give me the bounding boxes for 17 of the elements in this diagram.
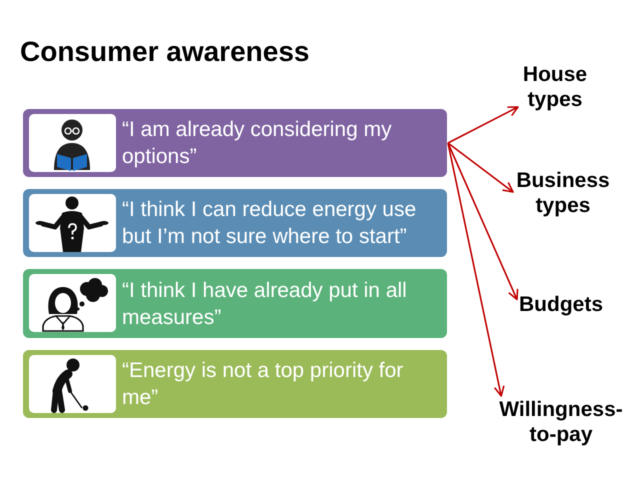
quote-banner [23, 269, 447, 338]
arrow [447, 142, 505, 397]
category-label: Business types [514, 168, 612, 218]
category-label: House types [519, 62, 591, 112]
quote-text: “I think I can reduce energy use but I’m not sure where to start” [122, 197, 418, 250]
category-label: Budgets [518, 292, 604, 317]
quote-banner [23, 350, 447, 418]
arrow [448, 142, 514, 193]
quote-text: “I think I have already put in all measures” [122, 278, 408, 330]
arrow [448, 106, 519, 144]
quote-text: “Energy is not a top priority for me” [122, 358, 404, 411]
title: Consumer awareness [20, 35, 310, 69]
arrow [447, 142, 518, 300]
category-label: Willingness-to-pay [496, 397, 626, 447]
quote-text: “I am already considering my options” [122, 117, 393, 170]
quote-banner [23, 189, 447, 257]
quote-banner [23, 109, 447, 177]
